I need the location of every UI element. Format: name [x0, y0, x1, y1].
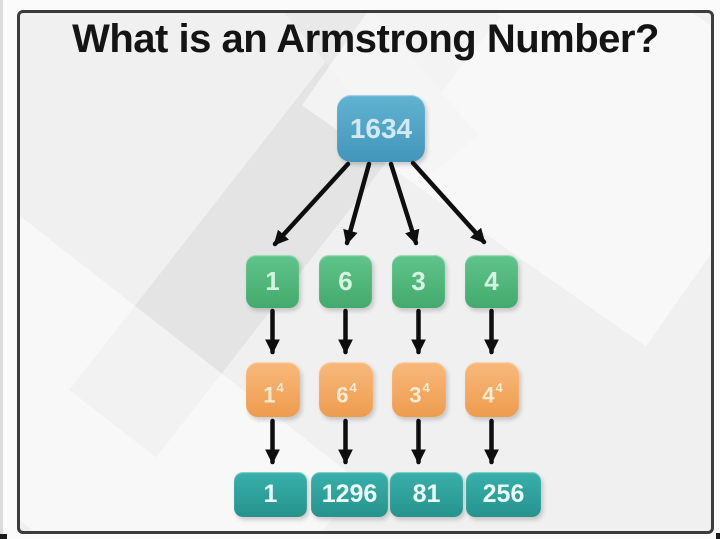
digit-label: 1	[265, 266, 280, 296]
result-box-4: 256	[466, 472, 541, 517]
page-title: What is an Armstrong Number?	[72, 17, 659, 61]
digit-box-4: 4	[465, 255, 518, 308]
power-box-3: 34	[392, 362, 446, 417]
power-exponent: 4	[276, 380, 284, 395]
power-exponent: 4	[422, 380, 430, 395]
digit-box-2: 6	[319, 255, 372, 308]
result-label: 256	[482, 480, 525, 508]
digit-label: 3	[411, 266, 426, 296]
digit-label: 6	[338, 266, 353, 296]
root-number-label: 1634	[349, 113, 413, 144]
power-exponent: 4	[349, 380, 357, 395]
result-label: 1296	[321, 480, 378, 508]
result-box-2: 1296	[311, 472, 388, 517]
power-base: 3	[409, 382, 422, 408]
digit-box-3: 3	[392, 255, 445, 308]
result-label: 81	[412, 480, 441, 508]
power-exponent: 4	[495, 380, 503, 395]
power-box-2: 64	[319, 362, 373, 417]
power-base: 6	[336, 382, 349, 408]
digit-label: 4	[484, 266, 499, 296]
root-number-box: 1634	[337, 95, 425, 162]
power-box-1: 14	[246, 362, 300, 417]
power-base: 1	[263, 382, 276, 408]
result-box-3: 81	[390, 472, 463, 517]
result-box-1: 1	[234, 472, 307, 517]
power-base: 4	[482, 382, 495, 408]
power-box-4: 44	[465, 362, 519, 417]
result-label: 1	[263, 480, 278, 508]
bottom-right-edge-mark	[716, 533, 720, 539]
bottom-left-edge-mark	[0, 534, 7, 539]
digit-box-1: 1	[246, 255, 299, 308]
left-edge-shade	[0, 0, 3, 539]
